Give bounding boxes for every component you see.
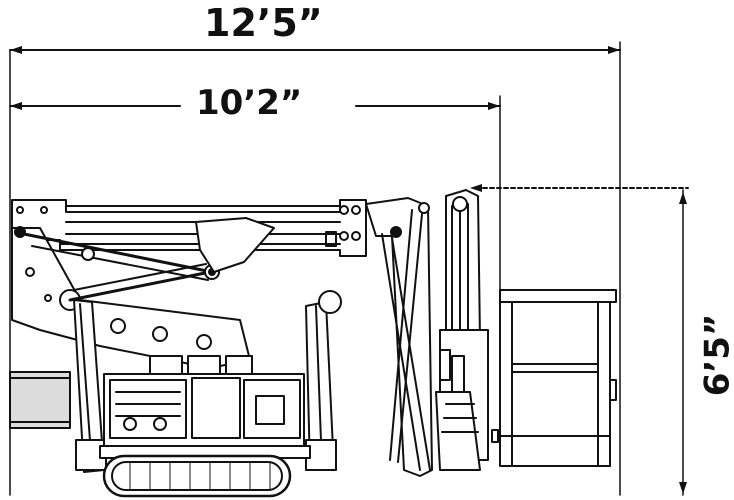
platform-mast [435,189,499,471]
overall-length-label: 12’5” [198,4,329,42]
inner-length-label: 10’2” [188,86,311,120]
inner-length-dimension [9,95,501,301]
crawler-track [102,454,292,498]
main-boom [11,199,367,257]
engine-compartment [99,355,311,459]
lift-cylinder [22,232,220,302]
height-dimension [470,184,689,496]
jib-arm [365,197,433,477]
stowed-height-label: 6’5” [697,309,734,401]
outrigger-right [305,290,342,471]
platform-basket [499,289,617,467]
boom-bracket [195,217,275,273]
rear-counterweight [9,371,71,429]
